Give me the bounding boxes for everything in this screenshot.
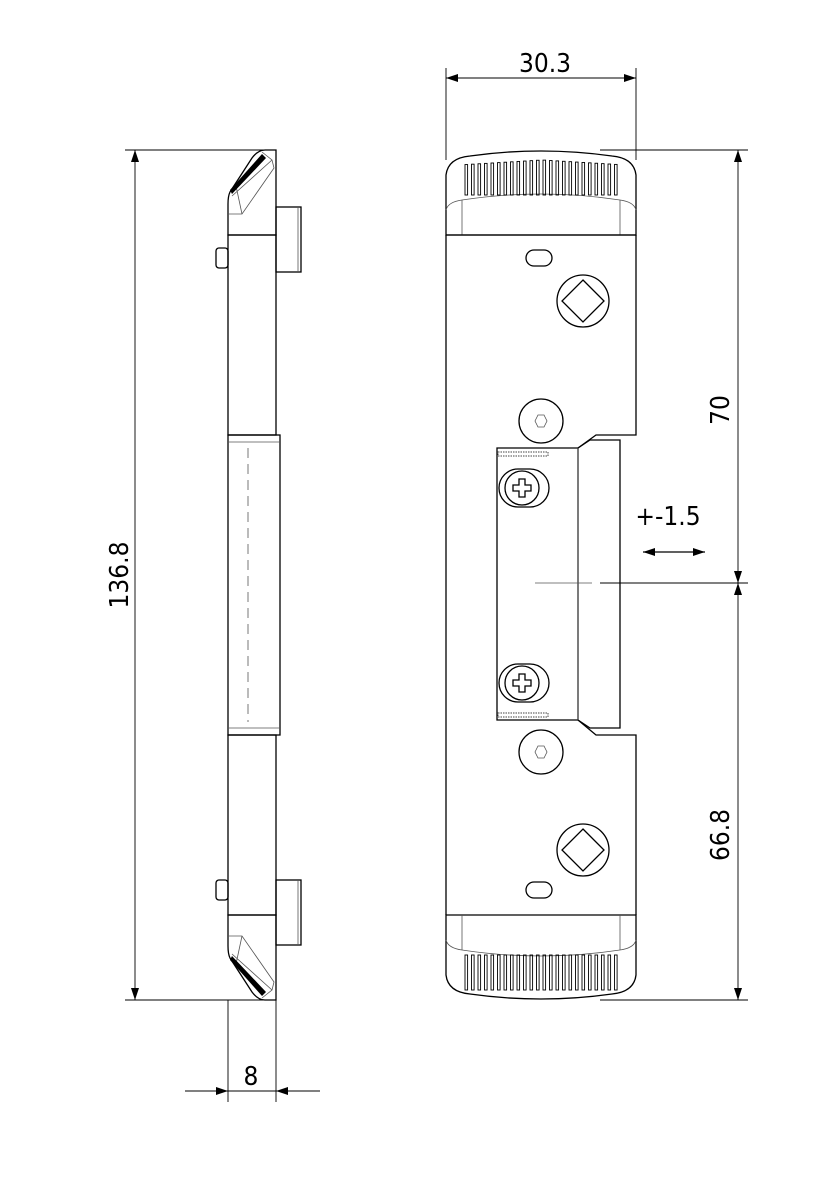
- lower-square-drive: [556, 823, 610, 877]
- grip-rib: [529, 954, 534, 991]
- upper-phillips-screw: [498, 468, 550, 508]
- grip-rib: [575, 954, 579, 991]
- side-top-peg: [215, 247, 229, 269]
- grip-rib: [536, 159, 540, 196]
- upper-to-center-label: 70: [706, 395, 736, 425]
- dimension-overall-height: 136.8: [105, 149, 272, 1001]
- grip-rib: [497, 954, 501, 991]
- grip-rib: [562, 954, 566, 991]
- front-slider-teeth: [497, 712, 549, 718]
- grip-rib: [536, 954, 540, 991]
- thickness-label: 8: [244, 1062, 259, 1092]
- side-upper-body: [227, 234, 277, 436]
- side-bottom-chamfer: [228, 935, 275, 999]
- grip-rib: [555, 954, 560, 991]
- grip-rib: [607, 954, 612, 991]
- grip-rib: [562, 160, 566, 196]
- grip-rib: [516, 160, 521, 196]
- grip-rib: [568, 954, 573, 991]
- overall-height-label: 136.8: [105, 542, 135, 609]
- grip-rib: [542, 159, 547, 196]
- grip-rib: [549, 160, 553, 196]
- side-slider: [227, 434, 281, 736]
- side-bottom-peg: [215, 879, 229, 901]
- grip-rib: [568, 161, 573, 196]
- grip-rib: [523, 160, 527, 196]
- lower-slot: [525, 881, 553, 899]
- grip-rib: [503, 161, 508, 196]
- front-top-cap-edge: [445, 193, 637, 211]
- grip-rib: [523, 954, 527, 991]
- adjustment-indicator: +-1.5: [635, 502, 705, 556]
- side-view: [215, 149, 302, 1001]
- front-top-grip-ribs: [464, 159, 618, 196]
- side-bottom-chamfer-shade: [230, 956, 266, 996]
- grip-rib: [607, 163, 612, 196]
- grip-rib: [516, 954, 521, 991]
- side-top-chamfer-shade: [230, 154, 266, 194]
- grip-rib: [529, 160, 534, 196]
- dimension-width: 30.3: [445, 49, 637, 160]
- grip-rib: [542, 954, 547, 991]
- lower-hex-screw: [518, 729, 564, 775]
- grip-rib: [581, 954, 586, 991]
- front-top-cap: [445, 150, 637, 236]
- grip-rib: [484, 954, 488, 991]
- grip-rib: [549, 954, 553, 991]
- grip-rib: [510, 161, 514, 196]
- dimension-vertical-right: 70 66.8: [600, 149, 748, 1001]
- grip-rib: [575, 161, 579, 196]
- grip-rib: [464, 954, 469, 991]
- front-slider: [577, 439, 621, 729]
- grip-rib: [490, 162, 495, 196]
- front-bottom-cap-edge: [445, 939, 637, 957]
- grip-rib: [484, 162, 488, 196]
- front-view: [445, 150, 637, 1000]
- grip-rib: [594, 954, 599, 991]
- dimension-thickness: 8: [185, 1000, 320, 1102]
- grip-rib: [581, 162, 586, 196]
- grip-rib: [601, 954, 605, 991]
- grip-rib: [497, 162, 501, 196]
- upper-square-drive: [556, 274, 610, 328]
- grip-rib: [464, 164, 469, 196]
- front-bottom-grip-ribs: [464, 954, 618, 991]
- width-label: 30.3: [519, 49, 571, 79]
- side-bottom-cap: [227, 914, 277, 1001]
- grip-rib: [471, 163, 475, 196]
- grip-rib: [601, 163, 605, 196]
- grip-rib: [614, 163, 618, 196]
- grip-rib: [588, 162, 592, 196]
- front-slider-teeth: [497, 451, 549, 457]
- front-bottom-cap: [445, 914, 637, 1000]
- side-top-tab: [275, 206, 302, 273]
- side-bottom-tab: [275, 879, 302, 946]
- grip-rib: [510, 954, 514, 991]
- grip-rib: [503, 954, 508, 991]
- grip-rib: [477, 954, 482, 991]
- grip-rib: [490, 954, 495, 991]
- grip-rib: [594, 162, 599, 196]
- side-lower-body: [227, 734, 277, 916]
- center-to-lower-label: 66.8: [706, 809, 736, 861]
- side-top-chamfer: [228, 151, 275, 215]
- adjustment-label: +-1.5: [635, 502, 700, 532]
- grip-rib: [614, 954, 618, 991]
- lower-phillips-screw: [498, 663, 550, 703]
- upper-slot: [525, 249, 553, 267]
- grip-rib: [588, 954, 592, 991]
- grip-rib: [477, 163, 482, 196]
- side-top-cap: [227, 149, 277, 236]
- upper-hex-screw: [518, 398, 564, 444]
- front-body-outline: [445, 235, 637, 915]
- grip-rib: [471, 954, 475, 991]
- grip-rib: [555, 160, 560, 196]
